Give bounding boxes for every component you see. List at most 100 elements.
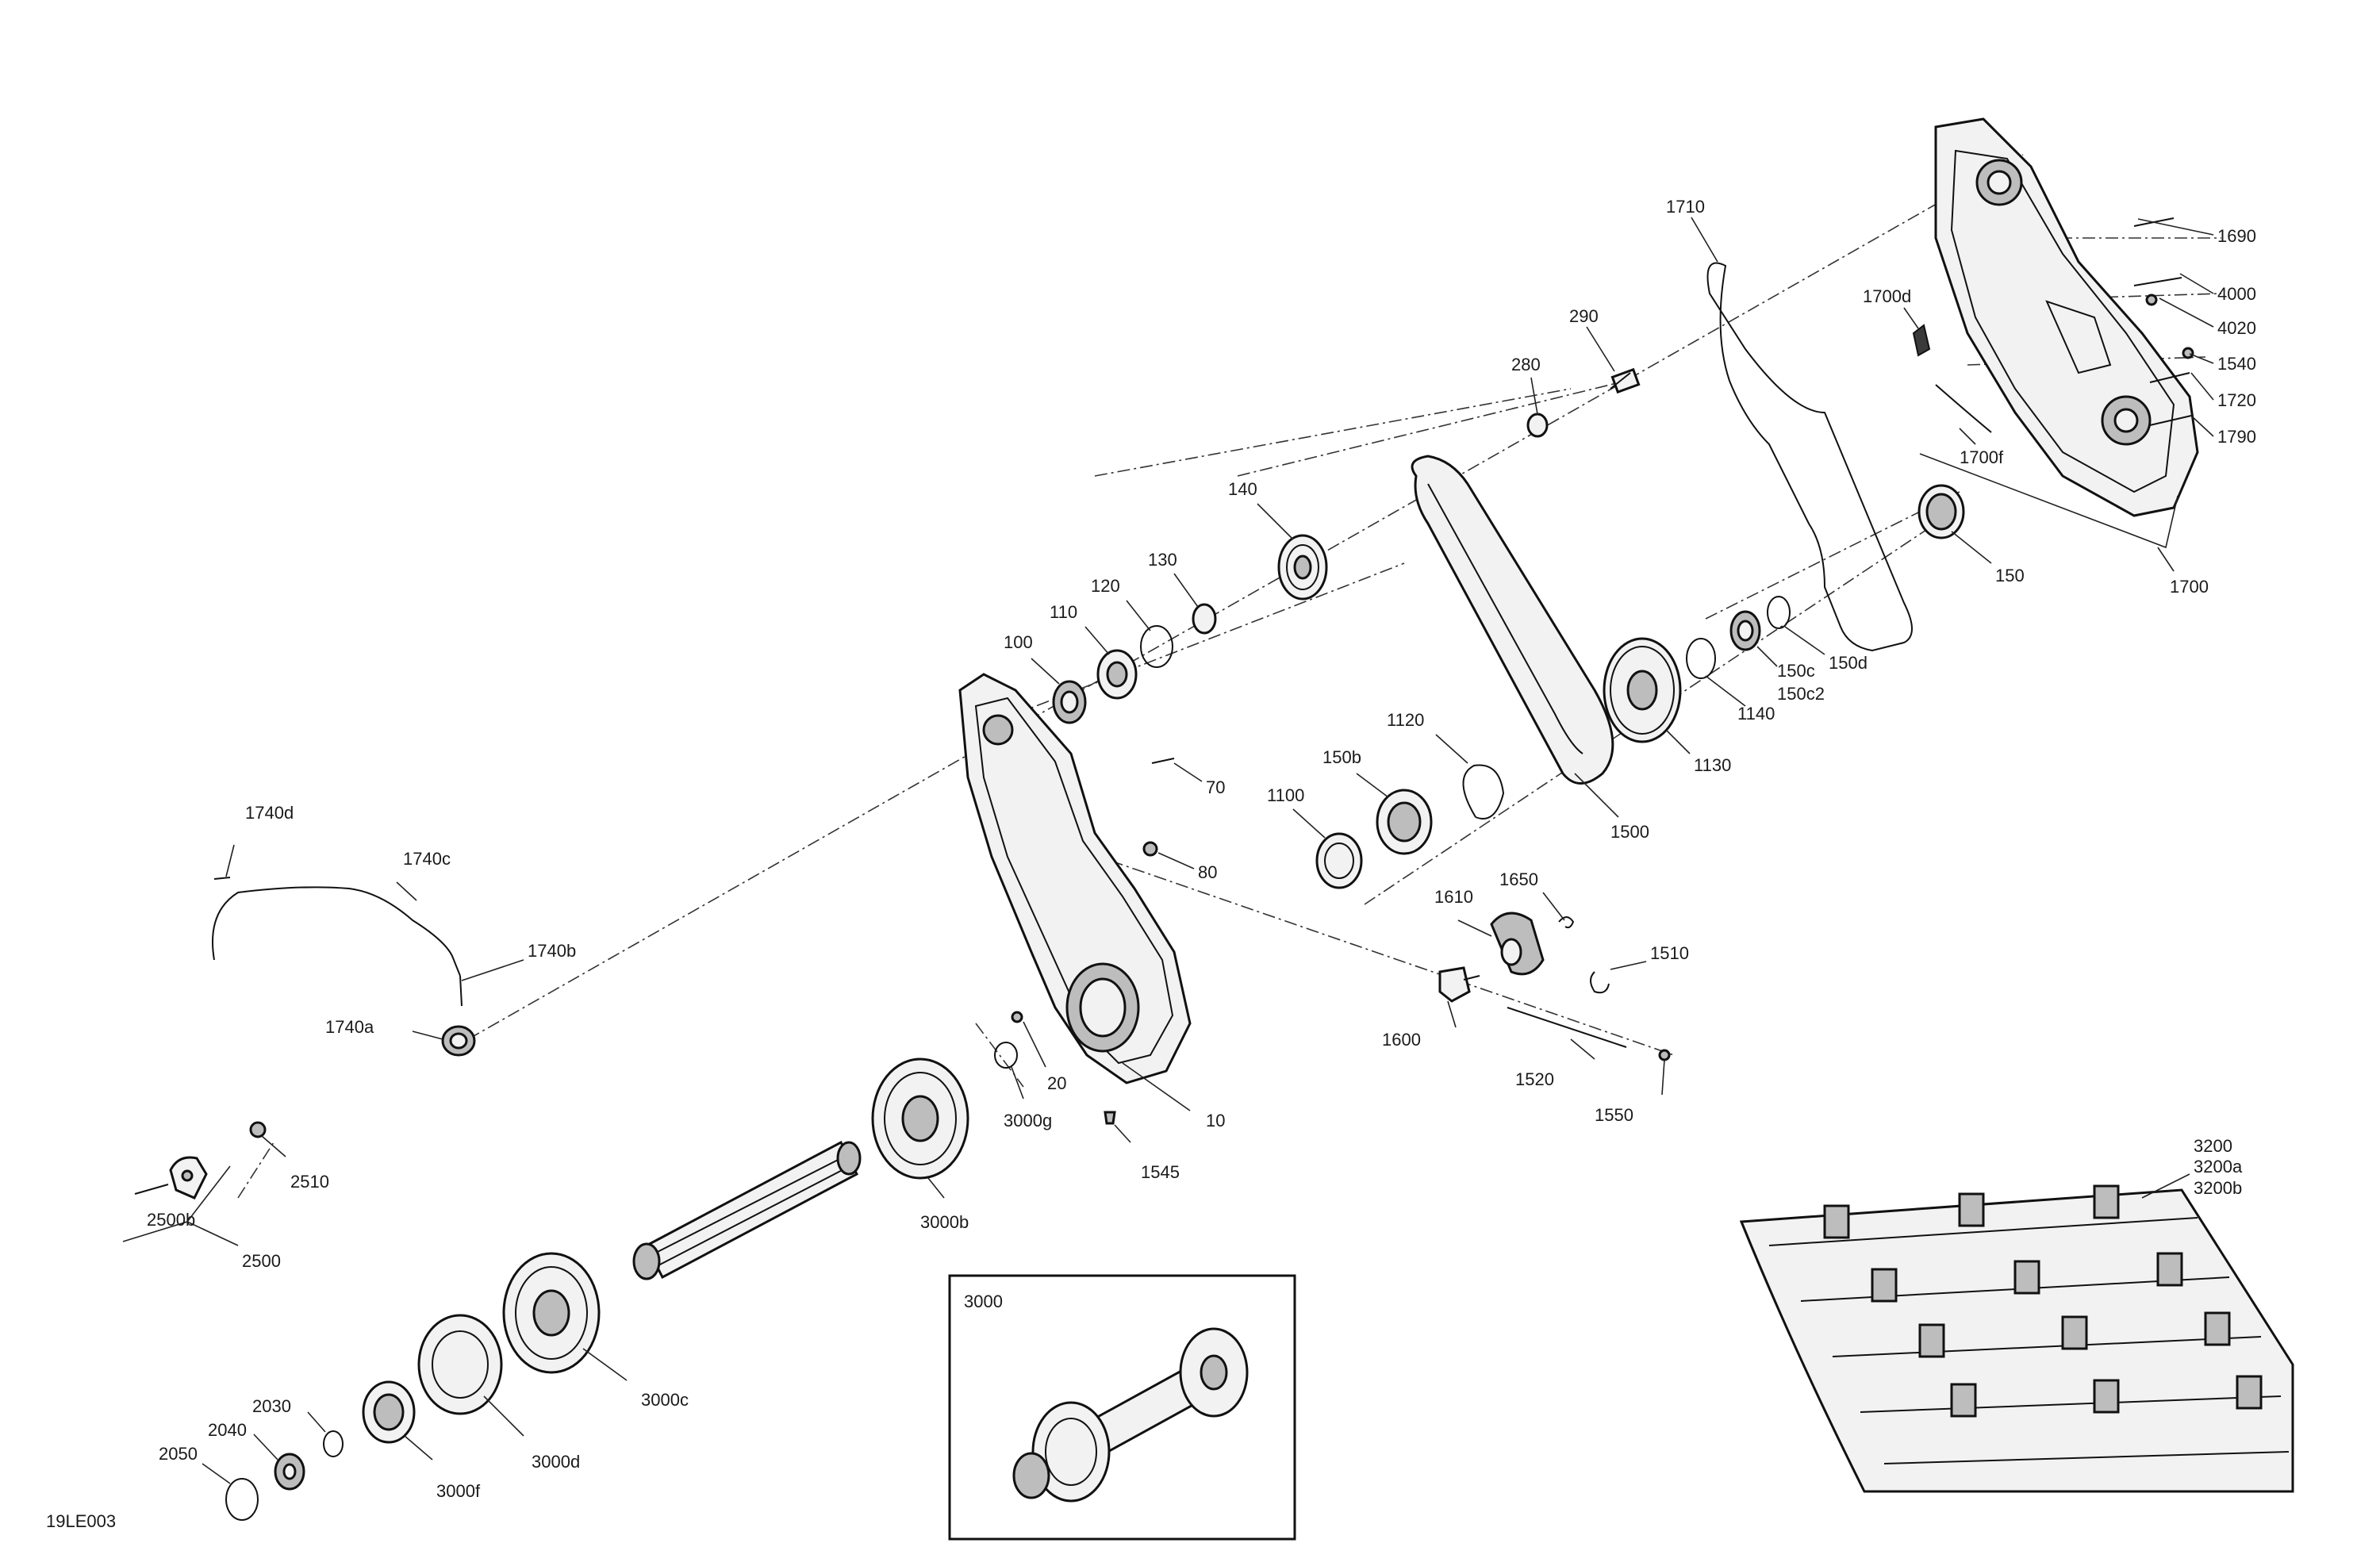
clip-1550 xyxy=(1658,1049,1671,1061)
spring-1650 xyxy=(1558,916,1575,929)
plug-1545 xyxy=(1104,1111,1116,1125)
chaincase-cover-1700 xyxy=(1934,117,2199,517)
callout-10: 10 xyxy=(1206,1111,1225,1130)
callout-2050: 2050 xyxy=(159,1444,198,1464)
snap-ring-1120 xyxy=(1462,764,1505,819)
callout-150b: 150b xyxy=(1322,747,1361,767)
bearing-150b xyxy=(1376,789,1433,855)
ring-120 xyxy=(1140,625,1173,668)
callout-3000d: 3000d xyxy=(532,1452,580,1472)
bearing-110 xyxy=(1096,649,1138,700)
callout-1700d: 1700d xyxy=(1863,286,1911,306)
clip-1700d xyxy=(1912,324,1931,357)
washer-280 xyxy=(1526,413,1549,438)
callout-100: 100 xyxy=(1004,632,1033,652)
callout-80: 80 xyxy=(1198,862,1217,882)
leader-lines xyxy=(122,217,2214,1484)
pin-1510 xyxy=(1590,971,1610,994)
callout-labels: 1690 4000 4020 1540 1720 1790 1700 1700d… xyxy=(46,197,2256,1531)
seal-1100 xyxy=(1315,832,1363,889)
callout-140: 140 xyxy=(1228,479,1257,499)
callout-1740d: 1740d xyxy=(245,803,294,823)
bolt-290 xyxy=(1610,367,1641,394)
sprocket-1130 xyxy=(1603,637,1682,743)
callout-1520: 1520 xyxy=(1515,1069,1554,1089)
callout-4020: 4020 xyxy=(2217,318,2256,338)
ring-2030 xyxy=(323,1430,344,1457)
spacer-130 xyxy=(1192,603,1217,635)
callout-1130: 1130 xyxy=(1694,755,1731,775)
inset-3000 xyxy=(948,1274,1296,1541)
callout-3200a: 3200a xyxy=(2194,1157,2243,1176)
callout-280: 280 xyxy=(1511,355,1541,374)
track-3200 xyxy=(1739,1184,2294,1493)
chaincase-10 xyxy=(958,673,1192,1084)
bearing-150 xyxy=(1917,484,1965,539)
drawing-code: 19LE003 xyxy=(46,1511,116,1531)
ring-150d xyxy=(1767,596,1791,629)
callout-110: 110 xyxy=(1050,602,1077,622)
callout-2500: 2500 xyxy=(242,1251,281,1271)
callout-3200: 3200 xyxy=(2194,1136,2232,1156)
callout-1100: 1100 xyxy=(1267,785,1304,805)
callout-1500: 1500 xyxy=(1610,822,1649,842)
gasket-1710 xyxy=(1706,262,1913,652)
callout-3000c: 3000c xyxy=(641,1390,689,1410)
callout-1700f: 1700f xyxy=(1960,447,2004,467)
callout-1120: 1120 xyxy=(1387,710,1424,730)
sensor-wheel-2040 xyxy=(274,1453,305,1491)
inset-title: 3000 xyxy=(964,1292,1003,1311)
callout-1740b: 1740b xyxy=(528,941,576,961)
plate-3000d xyxy=(417,1314,503,1415)
sprocket-3000c xyxy=(502,1252,601,1374)
callout-3200b: 3200b xyxy=(2194,1178,2242,1198)
drive-axle xyxy=(632,1140,862,1280)
callout-150c: 150c xyxy=(1777,661,1815,681)
callout-120: 120 xyxy=(1091,576,1120,596)
bracket-2500 xyxy=(134,1121,267,1199)
callout-1550: 1550 xyxy=(1595,1105,1633,1125)
harness-1740 xyxy=(212,877,476,1057)
chain-1500 xyxy=(1411,455,1614,785)
callout-70: 70 xyxy=(1206,777,1225,797)
nut-150c xyxy=(1729,610,1761,651)
block-1600 xyxy=(1438,966,1480,1003)
callout-1690: 1690 xyxy=(2217,226,2256,246)
callout-1720: 1720 xyxy=(2217,390,2256,410)
callout-20: 20 xyxy=(1047,1073,1066,1093)
callout-2030: 2030 xyxy=(252,1396,291,1416)
callout-3000g: 3000g xyxy=(1004,1111,1052,1130)
callout-130: 130 xyxy=(1148,550,1177,570)
ring-3000g xyxy=(994,1042,1018,1069)
hose-1700f xyxy=(1935,384,1992,433)
callout-1540: 1540 xyxy=(2217,354,2256,374)
callout-2040: 2040 xyxy=(208,1420,247,1440)
callout-1650: 1650 xyxy=(1499,869,1538,889)
callout-150: 150 xyxy=(1995,566,2025,585)
nut-80 xyxy=(1142,841,1158,857)
callout-1710: 1710 xyxy=(1666,197,1705,217)
bearing-3000f xyxy=(362,1380,416,1444)
tensioner-1610 xyxy=(1490,912,1545,976)
callout-1610: 1610 xyxy=(1434,887,1473,907)
callout-2510: 2510 xyxy=(290,1172,329,1192)
callout-1740a: 1740a xyxy=(325,1017,374,1037)
callout-4000: 4000 xyxy=(2217,284,2256,304)
callout-3000b: 3000b xyxy=(920,1212,969,1232)
ring-2050 xyxy=(225,1478,259,1521)
callout-1740c: 1740c xyxy=(403,849,451,869)
callout-1140: 1140 xyxy=(1737,704,1775,724)
assembly-axis-lines xyxy=(237,154,2222,1199)
callout-1600: 1600 xyxy=(1382,1030,1421,1050)
callout-2500b: 2500b xyxy=(147,1210,195,1230)
callout-290: 290 xyxy=(1569,306,1599,326)
screw-20 xyxy=(1011,1011,1023,1023)
bolt-70 xyxy=(1151,758,1175,764)
callout-1510: 1510 xyxy=(1650,943,1689,963)
callout-1700: 1700 xyxy=(2170,577,2209,597)
chain-1500-inner xyxy=(1427,483,1583,754)
gear-140 xyxy=(1277,534,1328,601)
seal-100 xyxy=(1052,680,1087,724)
ring-1140 xyxy=(1686,638,1716,679)
